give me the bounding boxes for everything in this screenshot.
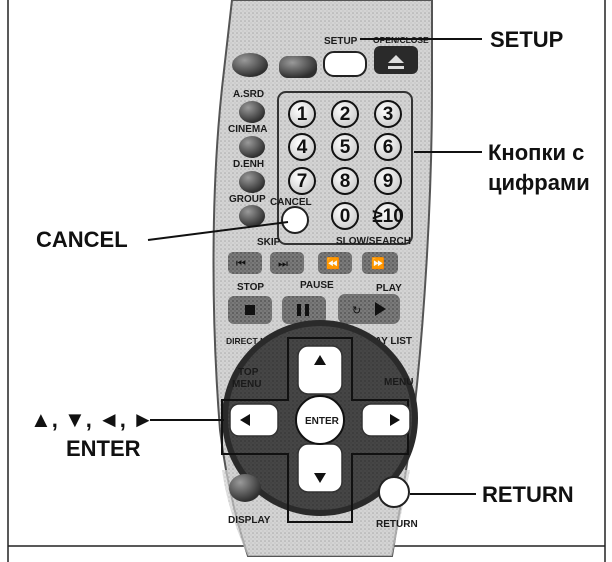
number-buttons-callout-line2: цифрами (488, 170, 590, 195)
skip-back-icon: ⏮ (236, 258, 246, 270)
number-button-label: 6 (383, 137, 394, 158)
cancel-callout: CANCEL (36, 227, 128, 252)
return-button[interactable] (379, 477, 409, 507)
group-button[interactable] (239, 205, 265, 227)
rewind-icon: ⏪ (326, 257, 340, 270)
top-menu-label-1: TOP (238, 367, 259, 378)
setup-button[interactable] (324, 52, 366, 76)
skip-label: SKIP (257, 237, 281, 248)
number-button-label: 0 (340, 206, 351, 227)
stop-label: STOP (237, 282, 264, 293)
cancel-button[interactable] (282, 207, 308, 233)
number-button-label: 4 (297, 137, 308, 158)
top-menu-label-2: MENU (232, 379, 261, 390)
cinema-label: CINEMA (228, 124, 267, 135)
left-arrow-button[interactable] (230, 404, 278, 436)
number-buttons-callout-line1: Кнопки с (488, 140, 584, 165)
arrows-callout: ▲, ▼, ◄, ► (30, 407, 154, 432)
right-arrow-button[interactable] (362, 404, 410, 436)
fast-forward-icon: ⏩ (371, 257, 385, 270)
d-enh-label: D.ENH (233, 159, 264, 170)
setup-remote-label: SETUP (324, 36, 358, 47)
return-callout: RETURN (482, 482, 574, 507)
pause-button[interactable] (282, 296, 326, 324)
slow-search-label: SLOW/SEARCH (336, 236, 411, 247)
number-button-label: 1 (297, 104, 308, 125)
enter-remote-label: ENTER (305, 416, 340, 427)
skip-forward-icon: ⏭ (278, 258, 288, 270)
number-button-label: 3 (383, 104, 394, 125)
stop-icon (245, 305, 255, 315)
group-label: GROUP (229, 194, 266, 205)
top-middle-button[interactable] (279, 56, 317, 78)
down-arrow-button[interactable] (298, 444, 342, 492)
number-button-label: 8 (340, 171, 351, 192)
play-button[interactable] (338, 294, 400, 324)
top-left-button[interactable] (232, 53, 268, 77)
a-srd-label: A.SRD (233, 89, 264, 100)
display-label: DISPLAY (228, 515, 271, 526)
cinema-button[interactable] (239, 136, 265, 158)
repeat-icon: ↻ (352, 305, 361, 317)
number-button-label: 2 (340, 104, 351, 125)
number-button-label: ≥10 (372, 206, 404, 227)
play-label: PLAY (376, 283, 402, 294)
menu-label: MENU (384, 377, 413, 388)
up-arrow-button[interactable] (298, 346, 342, 394)
a-srd-button[interactable] (239, 101, 265, 123)
return-remote-label: RETURN (376, 519, 418, 530)
cancel-remote-label: CANCEL (270, 197, 312, 208)
number-button-label: 7 (297, 171, 308, 192)
d-enh-button[interactable] (239, 171, 265, 193)
number-button-label: 5 (340, 137, 351, 158)
display-button[interactable] (229, 474, 261, 502)
enter-callout: ENTER (66, 436, 141, 461)
pause-label: PAUSE (300, 280, 334, 291)
setup-callout: SETUP (490, 27, 563, 52)
number-button-label: 9 (383, 171, 394, 192)
